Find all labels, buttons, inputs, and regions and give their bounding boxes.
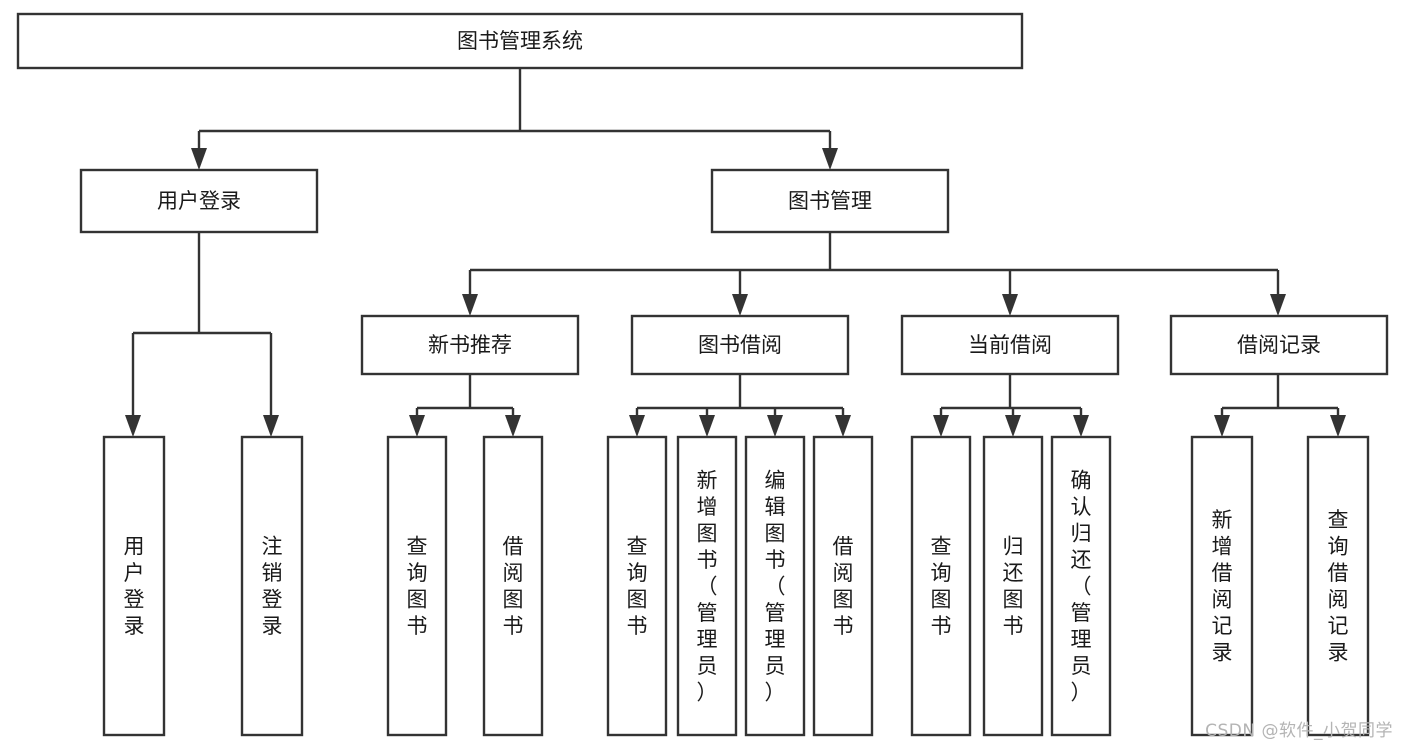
node-label: 图书管理系统	[457, 29, 583, 53]
node-label: 借阅记录	[1237, 333, 1321, 357]
connector-layer	[125, 68, 1346, 437]
node-book-borrow[interactable]: 图书借阅	[630, 314, 850, 376]
node-box	[812, 435, 874, 737]
node-label: 借阅图书	[833, 535, 854, 639]
node-box	[710, 168, 950, 234]
arrow-head-icon	[462, 294, 478, 316]
node-label: 归还图书	[1003, 535, 1024, 639]
node-label: 编辑图书（管理员）	[765, 468, 786, 704]
arrow-head-icon	[629, 415, 645, 437]
node-box	[240, 435, 304, 737]
node-user-login[interactable]: 用户登录	[79, 168, 319, 234]
node-leaf-confirm-return-admin[interactable]: 确认归还（管理员）	[1050, 435, 1112, 737]
node-label: 新增借阅记录	[1212, 508, 1233, 665]
node-leaf-add-borrow-record[interactable]: 新增借阅记录	[1190, 435, 1254, 737]
node-current-borrow[interactable]: 当前借阅	[900, 314, 1120, 376]
node-label: 当前借阅	[968, 333, 1052, 357]
node-leaf-edit-book-admin[interactable]: 编辑图书（管理员）	[744, 435, 806, 737]
arrow-head-icon	[1002, 294, 1018, 316]
node-box	[360, 314, 580, 376]
node-label: 查询图书	[407, 535, 428, 639]
node-box	[606, 435, 668, 737]
arrow-head-icon	[933, 415, 949, 437]
node-label: 用户登录	[157, 189, 241, 213]
node-box	[1169, 314, 1389, 376]
node-borrow-records[interactable]: 借阅记录	[1169, 314, 1389, 376]
node-box	[910, 435, 972, 737]
node-label: 新书推荐	[428, 333, 512, 357]
csdn-watermark: CSDN @软件_小贺同学	[1205, 721, 1393, 741]
node-leaf-logout[interactable]: 注销登录	[240, 435, 304, 737]
node-label: 查询图书	[627, 535, 648, 639]
node-box	[744, 435, 806, 737]
arrow-head-icon	[1073, 415, 1089, 437]
node-leaf-query-book-borrow[interactable]: 查询图书	[606, 435, 668, 737]
arrow-head-icon	[767, 415, 783, 437]
arrow-head-icon	[505, 415, 521, 437]
node-box	[79, 168, 319, 234]
node-box	[1306, 435, 1370, 737]
node-label: 用户登录	[124, 535, 145, 639]
node-box	[676, 435, 738, 737]
node-label: 图书借阅	[698, 333, 782, 357]
node-box	[482, 435, 544, 737]
arrow-head-icon	[835, 415, 851, 437]
node-label: 查询借阅记录	[1328, 508, 1349, 665]
node-label: 新增图书（管理员）	[697, 468, 718, 704]
node-leaf-query-borrow-record[interactable]: 查询借阅记录	[1306, 435, 1370, 737]
node-leaf-query-book-current[interactable]: 查询图书	[910, 435, 972, 737]
node-label: 确认归还（管理员）	[1071, 468, 1092, 704]
arrow-head-icon	[732, 294, 748, 316]
node-leaf-borrow-book-new[interactable]: 借阅图书	[482, 435, 544, 737]
node-leaf-user-login[interactable]: 用户登录	[102, 435, 166, 737]
node-box	[630, 314, 850, 376]
node-box	[900, 314, 1120, 376]
node-leaf-query-book-new[interactable]: 查询图书	[386, 435, 448, 737]
arrow-head-icon	[409, 415, 425, 437]
arrow-head-icon	[822, 148, 838, 170]
node-leaf-return-book[interactable]: 归还图书	[982, 435, 1044, 737]
node-box	[16, 12, 1024, 70]
node-box	[1050, 435, 1112, 737]
node-root[interactable]: 图书管理系统	[16, 12, 1024, 70]
node-leaf-add-book-admin[interactable]: 新增图书（管理员）	[676, 435, 738, 737]
node-box	[1190, 435, 1254, 737]
arrow-head-icon	[125, 415, 141, 437]
arrow-head-icon	[1005, 415, 1021, 437]
arrow-head-icon	[699, 415, 715, 437]
node-box	[386, 435, 448, 737]
node-label: 注销登录	[262, 535, 283, 639]
node-label: 图书管理	[788, 189, 872, 213]
arrow-head-icon	[1330, 415, 1346, 437]
node-label: 借阅图书	[503, 535, 524, 639]
arrow-head-icon	[263, 415, 279, 437]
node-layer: 图书管理系统用户登录图书管理新书推荐图书借阅当前借阅借阅记录用户登录注销登录查询…	[16, 12, 1389, 737]
node-box	[982, 435, 1044, 737]
node-label: 查询图书	[931, 535, 952, 639]
node-box	[102, 435, 166, 737]
node-leaf-borrow-book[interactable]: 借阅图书	[812, 435, 874, 737]
node-new-book-recommend[interactable]: 新书推荐	[360, 314, 580, 376]
arrow-head-icon	[191, 148, 207, 170]
arrow-head-icon	[1270, 294, 1286, 316]
node-book-management[interactable]: 图书管理	[710, 168, 950, 234]
arrow-head-icon	[1214, 415, 1230, 437]
